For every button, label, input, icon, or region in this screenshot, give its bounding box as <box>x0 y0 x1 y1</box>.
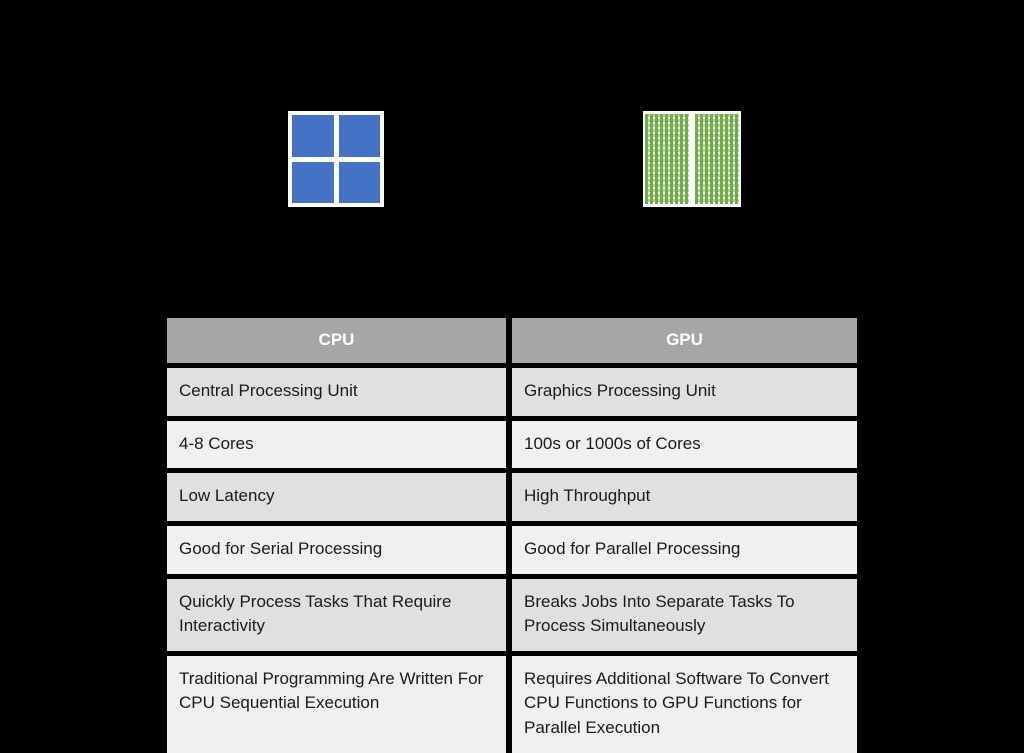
cell-cpu: Good for Serial Processing <box>167 525 512 579</box>
cell-gpu: Breaks Jobs Into Separate Tasks To Proce… <box>512 578 857 656</box>
cpu-core-3 <box>292 161 334 203</box>
cell-cpu: Central Processing Unit <box>167 368 512 421</box>
cell-cpu: Low Latency <box>167 473 512 526</box>
cell-gpu: Graphics Processing Unit <box>512 368 857 421</box>
cell-gpu: High Throughput <box>512 473 857 526</box>
cpu-core-2 <box>338 115 380 157</box>
table-header-row: CPU GPU <box>167 318 857 368</box>
table-row: Quickly Process Tasks That Require Inter… <box>167 578 857 656</box>
cell-gpu: Good for Parallel Processing <box>512 525 857 579</box>
diagram-area <box>0 0 1024 300</box>
column-header-cpu: CPU <box>167 318 512 368</box>
cell-gpu: Requires Additional Software To Convert … <box>512 655 857 753</box>
gpu-core-grid-icon <box>643 111 741 207</box>
cell-gpu: 100s or 1000s of Cores <box>512 420 857 474</box>
cpu-core-4 <box>338 161 380 203</box>
cell-cpu: 4-8 Cores <box>167 420 512 474</box>
table-row: Central Processing Unit Graphics Process… <box>167 368 857 421</box>
cpu-gpu-comparison-table: CPU GPU Central Processing Unit Graphics… <box>167 318 857 753</box>
cpu-core-grid-icon <box>288 111 384 207</box>
table-row: Good for Serial Processing Good for Para… <box>167 525 857 579</box>
gpu-core-cluster-right <box>695 114 739 204</box>
cell-cpu: Traditional Programming Are Written For … <box>167 655 512 753</box>
table-row: 4-8 Cores 100s or 1000s of Cores <box>167 420 857 474</box>
table-row: Traditional Programming Are Written For … <box>167 655 857 753</box>
column-header-gpu: GPU <box>512 318 857 368</box>
gpu-core-cluster-left <box>645 114 689 204</box>
cpu-core-1 <box>292 115 334 157</box>
cell-cpu: Quickly Process Tasks That Require Inter… <box>167 578 512 656</box>
table-row: Low Latency High Throughput <box>167 473 857 526</box>
